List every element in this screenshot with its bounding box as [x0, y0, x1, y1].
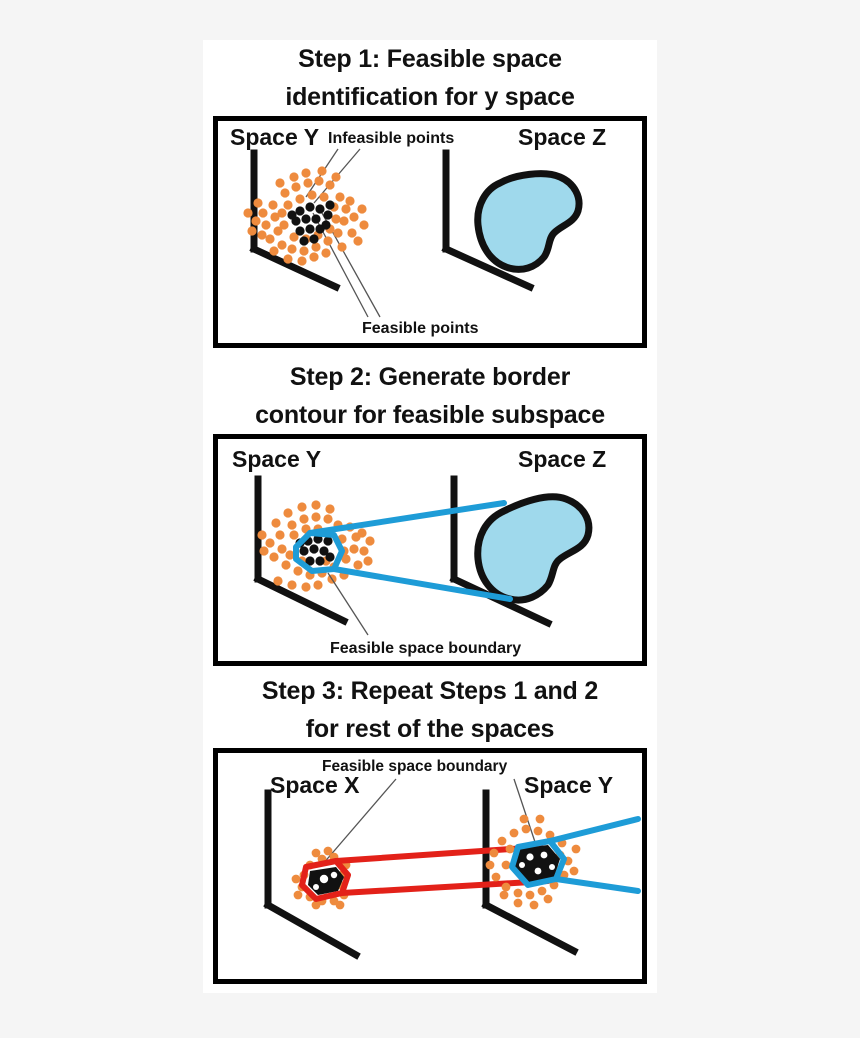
feasible-points-annotation: Feasible points — [362, 320, 479, 337]
space-y-boundary-contour — [509, 816, 641, 894]
space-z-label: Space Z — [518, 124, 606, 150]
feasible-space-boundary-contour — [293, 500, 513, 602]
space-y-axis — [253, 475, 349, 626]
step-2-panel: Space Y Space Z Feasible space boundary — [213, 434, 647, 666]
infeasible-point-cloud — [257, 500, 375, 592]
feasible-point-core — [287, 200, 335, 246]
step-3-block: Step 3: Repeat Steps 1 and 2 for rest of… — [203, 672, 657, 984]
step-1-title-line-2: identification for y space — [285, 83, 575, 111]
step-1-title-line-1: Step 1: Feasible space — [298, 45, 562, 73]
space-y-label: Space Y — [230, 124, 319, 150]
step-1-block: Step 1: Feasible space identification fo… — [203, 40, 657, 348]
step-3-title-line-2: for rest of the spaces — [305, 715, 555, 743]
feasible-space-boundary-annotation: Feasible space boundary — [330, 640, 521, 657]
step-3-title-line-1: Step 3: Repeat Steps 1 and 2 — [261, 677, 599, 705]
space-z-feasible-blob — [474, 493, 593, 604]
space-z-label: Space Z — [518, 446, 606, 472]
space-y-feasible-core — [514, 845, 560, 883]
space-x-feasible-core — [308, 867, 344, 895]
step-1-panel: Space Y Space Z Infeasible points Feasib… — [213, 116, 647, 348]
step-3-panel: Space X Space Y Feasible space boundary — [213, 748, 647, 984]
figure-card: Step 1: Feasible space identification fo… — [203, 40, 657, 993]
space-z-axis — [441, 149, 535, 292]
space-y-label: Space Y — [232, 446, 321, 472]
step-2-title: Step 2: Generate border contour for feas… — [203, 358, 657, 434]
annotation-leader-lines — [327, 572, 369, 636]
step-3-title: Step 3: Repeat Steps 1 and 2 for rest of… — [203, 672, 657, 748]
step-2-title-line-1: Step 2: Generate border — [289, 363, 571, 391]
space-z-feasible-blob — [474, 170, 583, 273]
infeasible-points-annotation: Infeasible points — [328, 130, 454, 147]
infeasible-point-cloud — [243, 166, 369, 266]
step-1-title: Step 1: Feasible space identification fo… — [203, 40, 657, 116]
feasible-space-boundary-annotation: Feasible space boundary — [322, 758, 508, 775]
step-2-block: Step 2: Generate border contour for feas… — [203, 358, 657, 666]
space-x-axis — [263, 789, 361, 960]
space-x-label: Space X — [270, 772, 360, 798]
space-z-axis — [449, 475, 553, 628]
step-2-title-line-2: contour for feasible subspace — [255, 401, 605, 429]
space-y-label: Space Y — [524, 772, 613, 798]
